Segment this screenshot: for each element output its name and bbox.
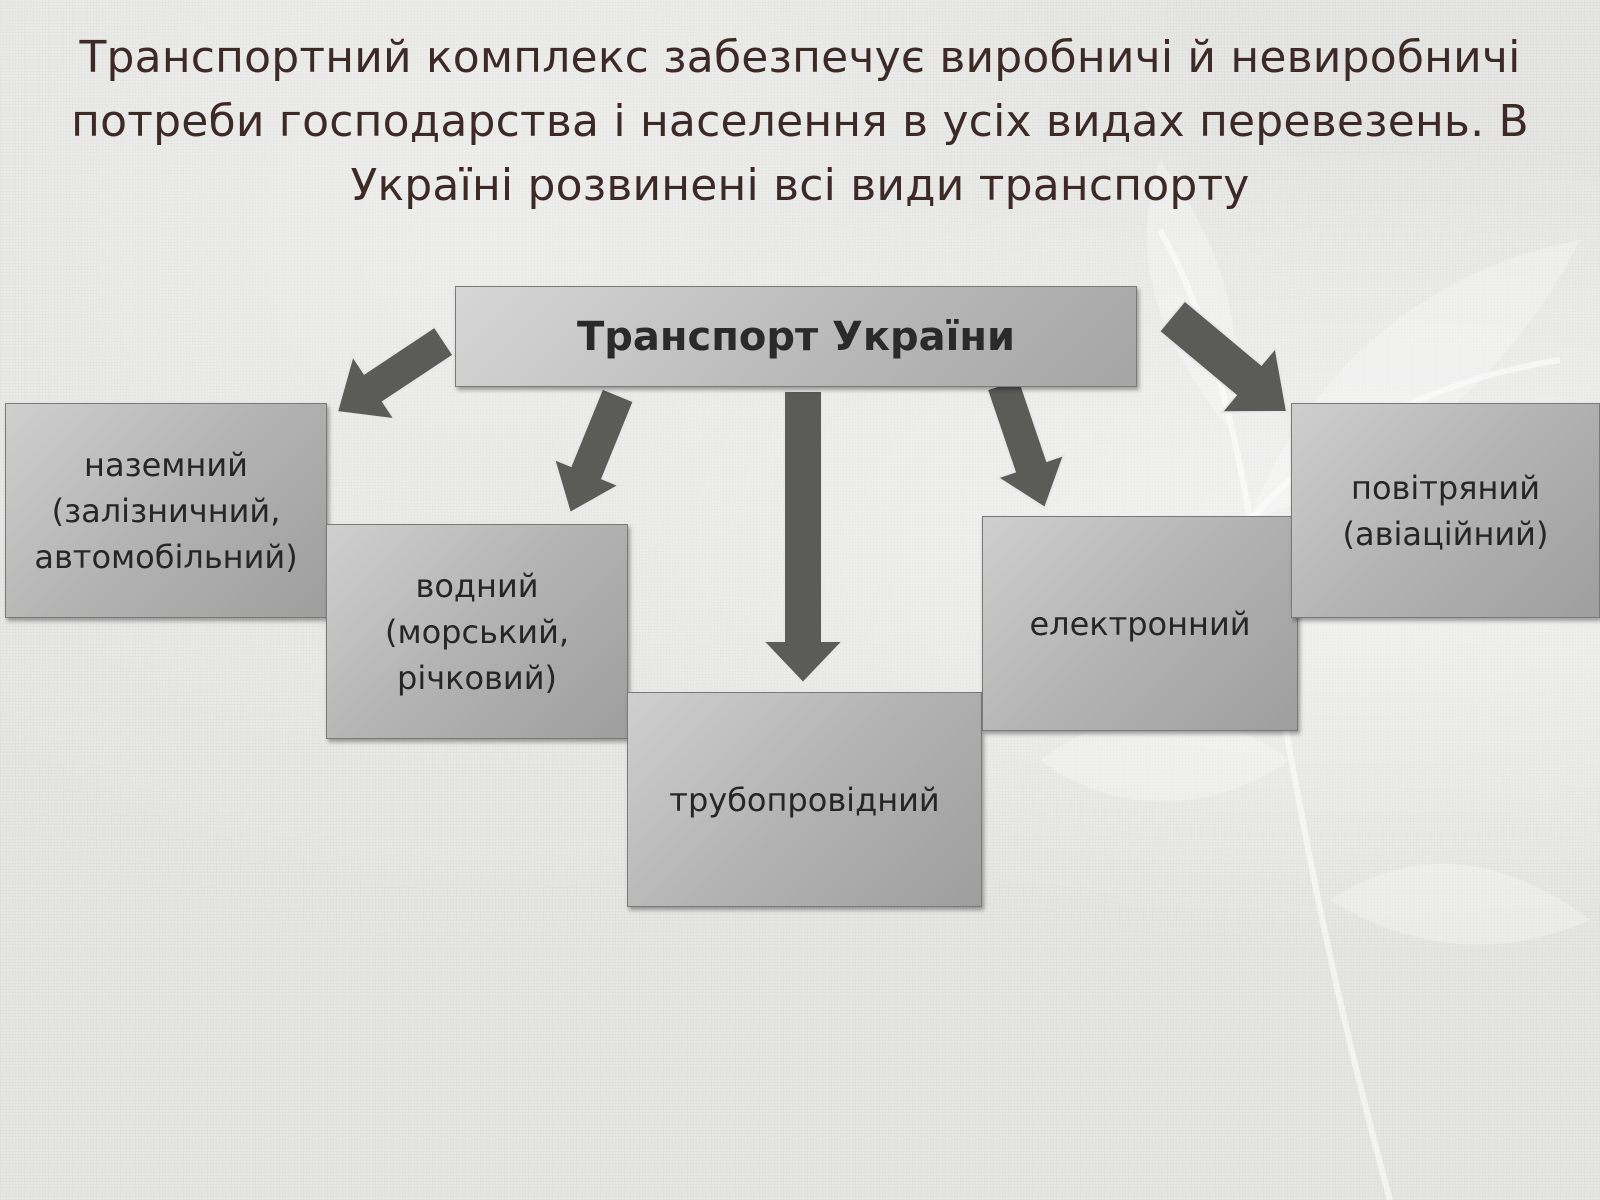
node-air-transport: повітряний (авіаційний)	[1291, 403, 1600, 618]
node-land-transport: наземний (залізничний, автомобільний)	[5, 403, 327, 618]
node-pipeline-transport: трубопровідний	[627, 692, 982, 907]
arrow-to-electronic	[985, 377, 1066, 510]
node-pipeline-label: трубопровідний	[669, 780, 940, 819]
node-electronic-label: електронний	[1029, 604, 1251, 643]
node-electronic-transport: електронний	[982, 516, 1298, 731]
arrow-to-pipeline	[760, 390, 846, 685]
node-air-label: повітряний (авіаційний)	[1342, 468, 1549, 553]
arrow-to-air	[1157, 299, 1289, 414]
node-land-label: наземний (залізничний, автомобільний)	[34, 445, 298, 576]
slide-title: Транспортний комплекс забезпечує виробни…	[71, 32, 1529, 211]
node-water-label: водний (морський, річковий)	[384, 566, 570, 697]
node-water-transport: водний (морський, річковий)	[326, 524, 628, 739]
arrow-to-water	[552, 387, 636, 515]
root-node-label: Транспорт України	[576, 313, 1016, 360]
root-node-transport-ukraine: Транспорт України	[455, 286, 1137, 387]
arrow-to-land	[335, 325, 455, 421]
